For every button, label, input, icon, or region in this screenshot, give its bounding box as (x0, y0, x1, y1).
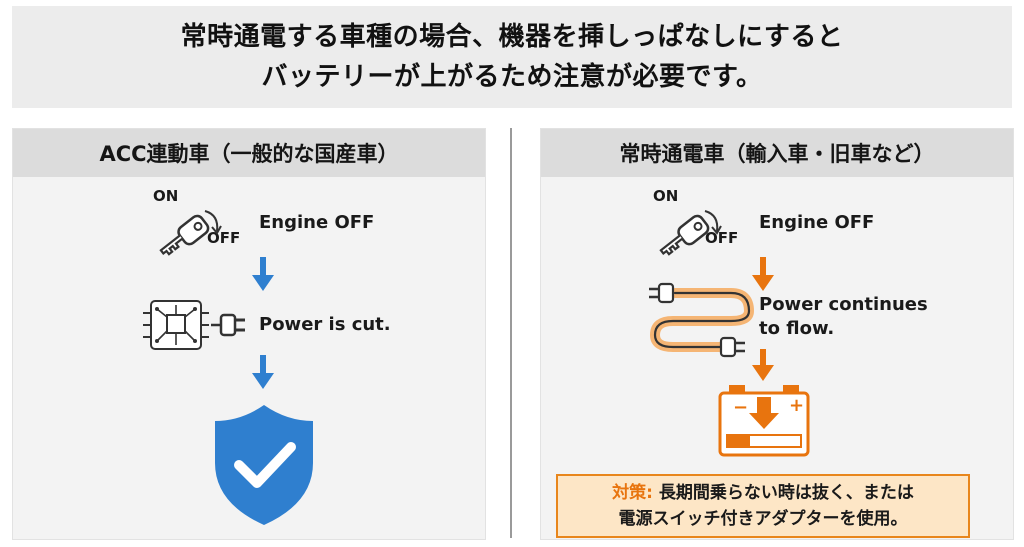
battery-plus: + (789, 395, 805, 416)
shield-check-icon (215, 405, 313, 525)
arrow-down-icon (252, 257, 274, 291)
countermeasure-note: 対策: 長期間乗らない時は抜く、または 電源スイッチ付きアダプターを使用。 (556, 474, 970, 538)
arrow-down-icon (252, 355, 274, 389)
header-banner: 常時通電する車種の場合、機器を挿しっぱなしにすると バッテリーが上がるため注意が… (12, 6, 1012, 108)
power-cable-icon (649, 282, 755, 358)
arrow-down-icon (752, 349, 774, 381)
key-off-label: OFF (207, 229, 241, 247)
key-icon (659, 210, 722, 256)
header-line-1: 常時通電する車種の場合、機器を挿しっぱなしにすると (180, 22, 844, 52)
battery-icon (718, 385, 810, 457)
circuit-chip-icon (143, 300, 209, 350)
arrow-down-icon (752, 257, 774, 291)
power-cut-label: Power is cut. (259, 314, 391, 335)
always-on-panel: 常時通電車（輸入車・旧車など） ON OFF Engine OFF Power (540, 128, 1014, 540)
engine-off-label: Engine OFF (759, 212, 875, 233)
engine-off-label: Engine OFF (259, 212, 375, 233)
power-continues-label-2: to flow. (759, 318, 835, 339)
battery-minus: − (733, 397, 749, 418)
note-prefix: 対策: (612, 483, 653, 503)
always-on-panel-title: 常時通電車（輸入車・旧車など） (541, 129, 1013, 177)
power-continues-label-1: Power continues (759, 294, 928, 315)
header-line-2: バッテリーが上がるため注意が必要です。 (261, 62, 763, 92)
key-icon (159, 210, 222, 256)
center-divider (510, 128, 512, 538)
acc-panel: ACC連動車（一般的な国産車） ON OFF Engine OFF (12, 128, 486, 540)
note-text-1: 長期間乗らない時は抜く、または (652, 483, 914, 503)
key-on-label: ON (153, 187, 179, 205)
note-line-1: 対策: 長期間乗らない時は抜く、または (612, 480, 914, 506)
power-plug-icon (211, 313, 245, 337)
key-off-label: OFF (705, 229, 739, 247)
note-line-2: 電源スイッチ付きアダプターを使用。 (618, 509, 908, 529)
key-on-label: ON (653, 187, 679, 205)
acc-panel-title: ACC連動車（一般的な国産車） (13, 129, 485, 177)
